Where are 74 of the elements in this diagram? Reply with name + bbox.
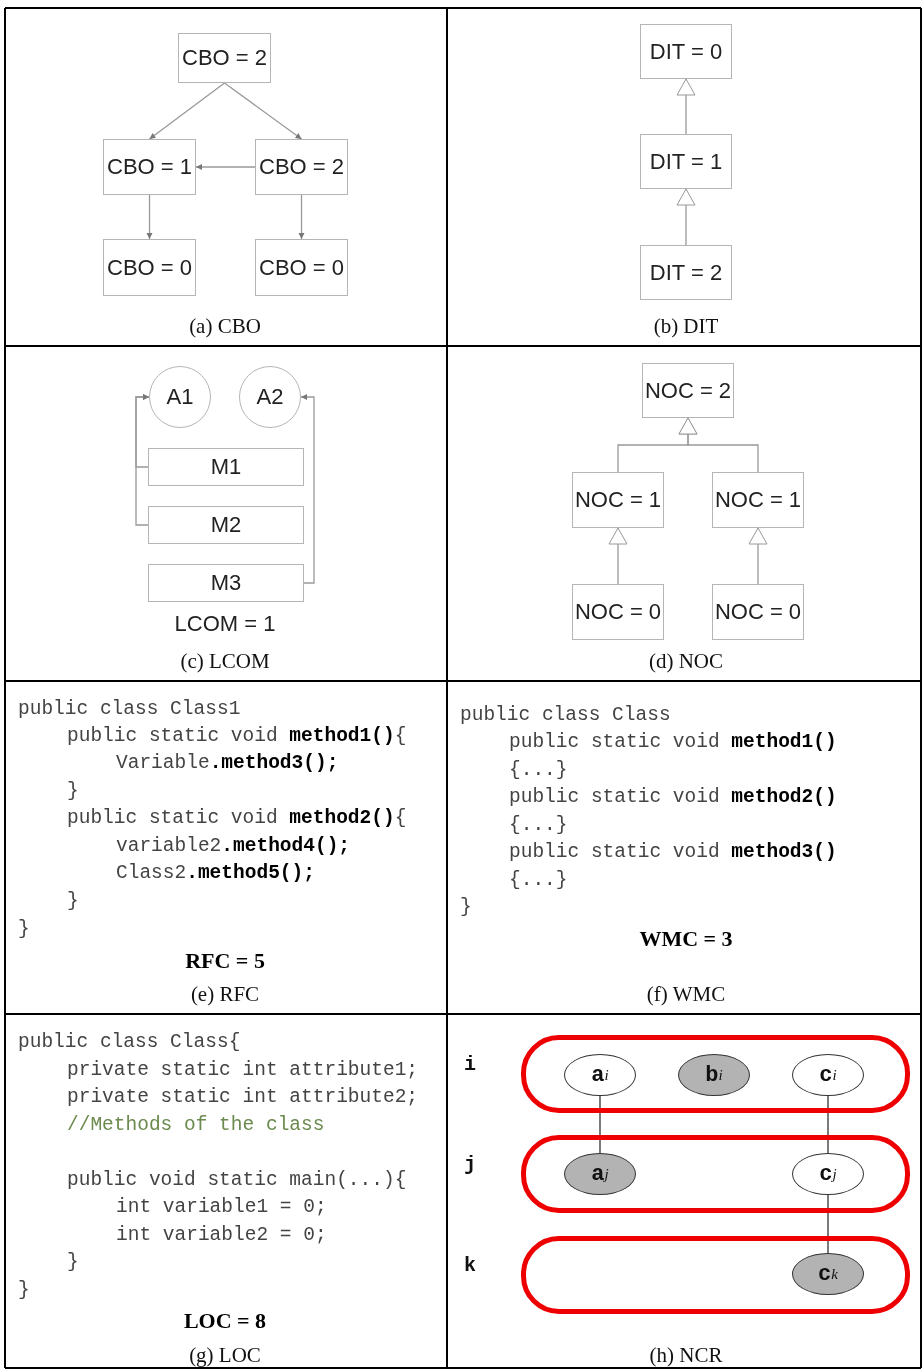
inheritance-arrow: [676, 78, 696, 135]
arrow: [300, 394, 315, 584]
panel-caption: (f) WMC: [646, 981, 726, 1007]
row-label: j: [464, 1153, 476, 1176]
code-line: public static void method1(){: [67, 725, 407, 747]
panel-caption: (h) NCR: [649, 1342, 723, 1368]
metric-value: LCOM = 1: [174, 611, 276, 637]
inheritance-arrow: [676, 188, 696, 246]
class-box: CBO = 0: [103, 239, 196, 296]
metric-value: RFC = 5: [185, 948, 265, 974]
class-box: NOC = 1: [712, 472, 804, 528]
class-box: NOC = 0: [572, 584, 664, 640]
code-line: public static void method1(): [509, 731, 837, 753]
attribute-circle: A2: [239, 366, 301, 428]
class-box: NOC = 1: [572, 472, 664, 528]
code-line: int variable2 = 0;: [116, 1224, 327, 1246]
code-line: Class2.method5();: [116, 862, 315, 884]
panel-caption: (c) LCOM: [180, 648, 270, 674]
class-box: NOC = 2: [642, 363, 734, 418]
code-line: }: [460, 896, 472, 918]
inheritance-arrow: [748, 527, 768, 585]
arrow: [135, 394, 150, 526]
connector-line: [827, 1194, 829, 1254]
arrow: [195, 164, 256, 170]
class-box: CBO = 0: [255, 239, 348, 296]
class-box: M2: [148, 506, 304, 544]
class-box: M1: [148, 448, 304, 486]
inheritance-arrow: [678, 417, 759, 473]
inheritance-arrow: [608, 527, 628, 585]
code-line: public static void method3(): [509, 841, 837, 863]
code-line: public static void method2(): [509, 786, 837, 808]
code-line: {...}: [509, 869, 568, 891]
arrow: [146, 194, 153, 240]
code-line: private static int attribute1;: [67, 1059, 419, 1081]
arrow: [223, 82, 303, 140]
code-line: public void static main(...){: [67, 1169, 407, 1191]
code-line: public class Class: [460, 704, 671, 726]
panel-caption: (b) DIT: [653, 313, 719, 339]
class-box: CBO = 2: [255, 139, 348, 195]
attribute-circle: A1: [149, 366, 211, 428]
code-line: variable2.method4();: [116, 835, 351, 857]
panel-caption: (a) CBO: [189, 313, 261, 339]
class-box: CBO = 2: [178, 33, 271, 83]
row-label: i: [464, 1053, 476, 1076]
code-line: int variable1 = 0;: [116, 1196, 327, 1218]
panel-caption: (g) LOC: [189, 1342, 261, 1368]
row-label: k: [464, 1254, 476, 1277]
arrow: [298, 194, 305, 240]
code-line: }: [67, 780, 79, 802]
metric-value: WMC = 3: [639, 926, 733, 952]
code-line: public class Class{: [18, 1031, 241, 1053]
code-line: {...}: [509, 759, 568, 781]
class-box: DIT = 1: [640, 134, 732, 189]
connector-line: [827, 1095, 829, 1154]
class-box: M3: [148, 564, 304, 602]
metric-value: LOC = 8: [183, 1308, 267, 1334]
class-box: DIT = 2: [640, 245, 732, 300]
class-box: NOC = 0: [712, 584, 804, 640]
code-line: Variable.method3();: [116, 752, 339, 774]
class-box: DIT = 0: [640, 24, 732, 79]
panel-caption: (e) RFC: [190, 981, 260, 1007]
code-comment: //Methods of the class: [67, 1114, 325, 1136]
arrow: [148, 82, 226, 140]
class-box: CBO = 1: [103, 139, 196, 195]
code-line: public class Class1: [18, 698, 241, 720]
connector-line: [599, 1095, 601, 1154]
code-line: }: [18, 918, 30, 940]
code-line: public static void method2(){: [67, 807, 407, 829]
code-line: }: [67, 1251, 79, 1273]
code-line: }: [18, 1279, 30, 1301]
code-line: private static int attribute2;: [67, 1086, 419, 1108]
code-line: {...}: [509, 814, 568, 836]
code-line: }: [67, 890, 79, 912]
panel-caption: (d) NOC: [648, 648, 724, 674]
